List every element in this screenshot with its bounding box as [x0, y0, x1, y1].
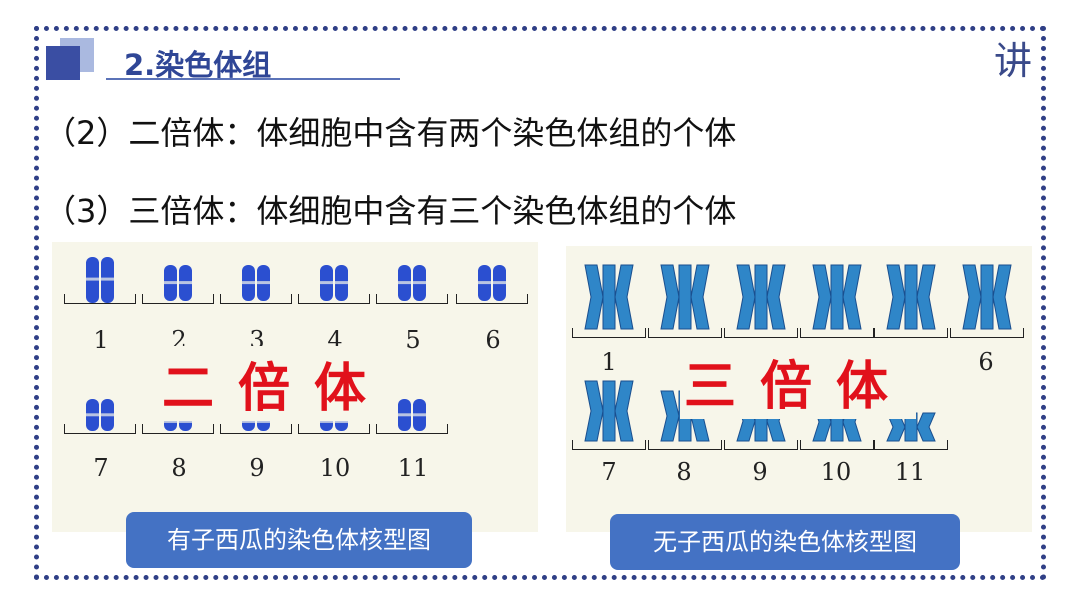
chromosome-triplet-icon — [584, 380, 634, 442]
slide-frame — [34, 26, 1046, 580]
chromosome-pair-icon — [164, 265, 192, 301]
karyotype-bracket — [64, 294, 136, 304]
chromosome-pair-icon — [478, 265, 506, 301]
karyotype-number: 11 — [397, 454, 429, 482]
definition-diploid: （2）二倍体：体细胞中含有两个染色体组的个体 — [44, 114, 737, 152]
karyotype-bracket — [220, 294, 292, 304]
karyotype-number: 8 — [676, 458, 692, 486]
karyotype-bracket — [298, 424, 370, 434]
chromosome-pair-icon — [398, 265, 426, 301]
chromosome-triplet-icon — [584, 264, 634, 330]
karyotype-bracket — [648, 440, 722, 450]
chromosome-triplet-icon — [886, 412, 936, 442]
triploid-overlay-label: 三倍体 — [680, 344, 917, 419]
karyotype-bracket — [142, 424, 214, 434]
karyotype-bracket — [874, 440, 948, 450]
karyotype-bracket — [724, 328, 798, 338]
section-title-block: 2.染色体组 — [46, 38, 400, 84]
diploid-karyotype-panel: 1 2 3 4 5 6 7 8 9 10 11 二倍体 — [52, 242, 538, 532]
title-underline — [106, 78, 400, 80]
title-decoration-dark-square — [46, 46, 80, 80]
karyotype-number: 6 — [978, 348, 994, 376]
karyotype-bracket — [376, 424, 448, 434]
karyotype-bracket — [142, 294, 214, 304]
karyotype-number: 11 — [894, 458, 926, 486]
karyotype-bracket — [800, 440, 874, 450]
section-title: 2.染色体组 — [124, 48, 272, 82]
chromosome-pair-icon — [320, 265, 348, 301]
karyotype-number: 10 — [820, 458, 852, 486]
karyotype-number: 6 — [485, 326, 501, 354]
triploid-karyotype-panel: 1 5 6 7 8 9 10 11 三倍体 — [566, 246, 1032, 532]
karyotype-number: 9 — [249, 454, 265, 482]
chromosome-triplet-icon — [812, 264, 862, 330]
karyotype-bracket — [874, 328, 948, 338]
chromosome-triplet-icon — [962, 264, 1012, 330]
karyotype-number: 7 — [93, 454, 109, 482]
karyotype-bracket — [64, 424, 136, 434]
karyotype-number: 8 — [171, 454, 187, 482]
chromosome-triplet-icon — [886, 264, 936, 330]
chromosome-pair-icon — [86, 399, 114, 431]
chromosome-pair-icon — [398, 399, 426, 431]
karyotype-number: 9 — [752, 458, 768, 486]
diploid-overlay-label: 二倍体 — [158, 346, 395, 421]
chromosome-pair-icon — [86, 257, 114, 303]
karyotype-number: 1 — [93, 326, 109, 354]
karyotype-number: 1 — [601, 348, 617, 376]
chromosome-triplet-icon — [736, 264, 786, 330]
karyotype-bracket — [572, 440, 646, 450]
diploid-caption: 有子西瓜的染色体核型图 — [126, 512, 472, 568]
karyotype-number: 5 — [405, 326, 421, 354]
karyotype-bracket — [456, 294, 528, 304]
karyotype-bracket — [376, 294, 448, 304]
karyotype-bracket — [800, 328, 874, 338]
lecture-corner-label: 讲 — [994, 39, 1033, 83]
karyotype-bracket — [950, 328, 1024, 338]
chromosome-pair-icon — [242, 265, 270, 301]
karyotype-bracket — [220, 424, 292, 434]
karyotype-bracket — [298, 294, 370, 304]
karyotype-bracket — [648, 328, 722, 338]
karyotype-bracket — [572, 328, 646, 338]
karyotype-number: 10 — [319, 454, 351, 482]
karyotype-bracket — [724, 440, 798, 450]
chromosome-triplet-icon — [660, 264, 710, 330]
triploid-caption: 无子西瓜的染色体核型图 — [610, 514, 960, 570]
definition-triploid: （3）三倍体：体细胞中含有三个染色体组的个体 — [44, 192, 737, 230]
karyotype-number: 7 — [601, 458, 617, 486]
